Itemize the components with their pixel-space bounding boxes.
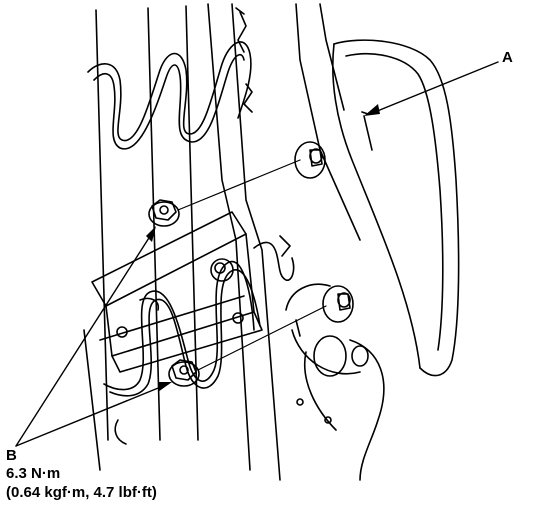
stud-upper xyxy=(294,141,326,179)
torque-spec-nm: 6.3 N·m xyxy=(6,465,61,482)
side-cover-module xyxy=(332,39,460,377)
seat-frame xyxy=(83,3,361,481)
stud-lower xyxy=(322,285,354,323)
arrowheads xyxy=(146,104,380,392)
recliner-mechanism xyxy=(285,283,385,481)
flange-nut-lower xyxy=(168,359,200,387)
callout-label-a: A xyxy=(502,49,513,66)
alignment-lines xyxy=(177,159,327,371)
callout-label-b: B xyxy=(6,447,17,464)
flange-nut-upper xyxy=(148,199,180,227)
leader-lines xyxy=(15,61,499,447)
cross-bracket xyxy=(91,211,263,373)
bracket-fasteners xyxy=(116,312,244,338)
upper-spring xyxy=(87,7,253,150)
torque-spec-alt-units: (0.64 kgf·m, 4.7 lbf·ft) xyxy=(6,484,157,501)
